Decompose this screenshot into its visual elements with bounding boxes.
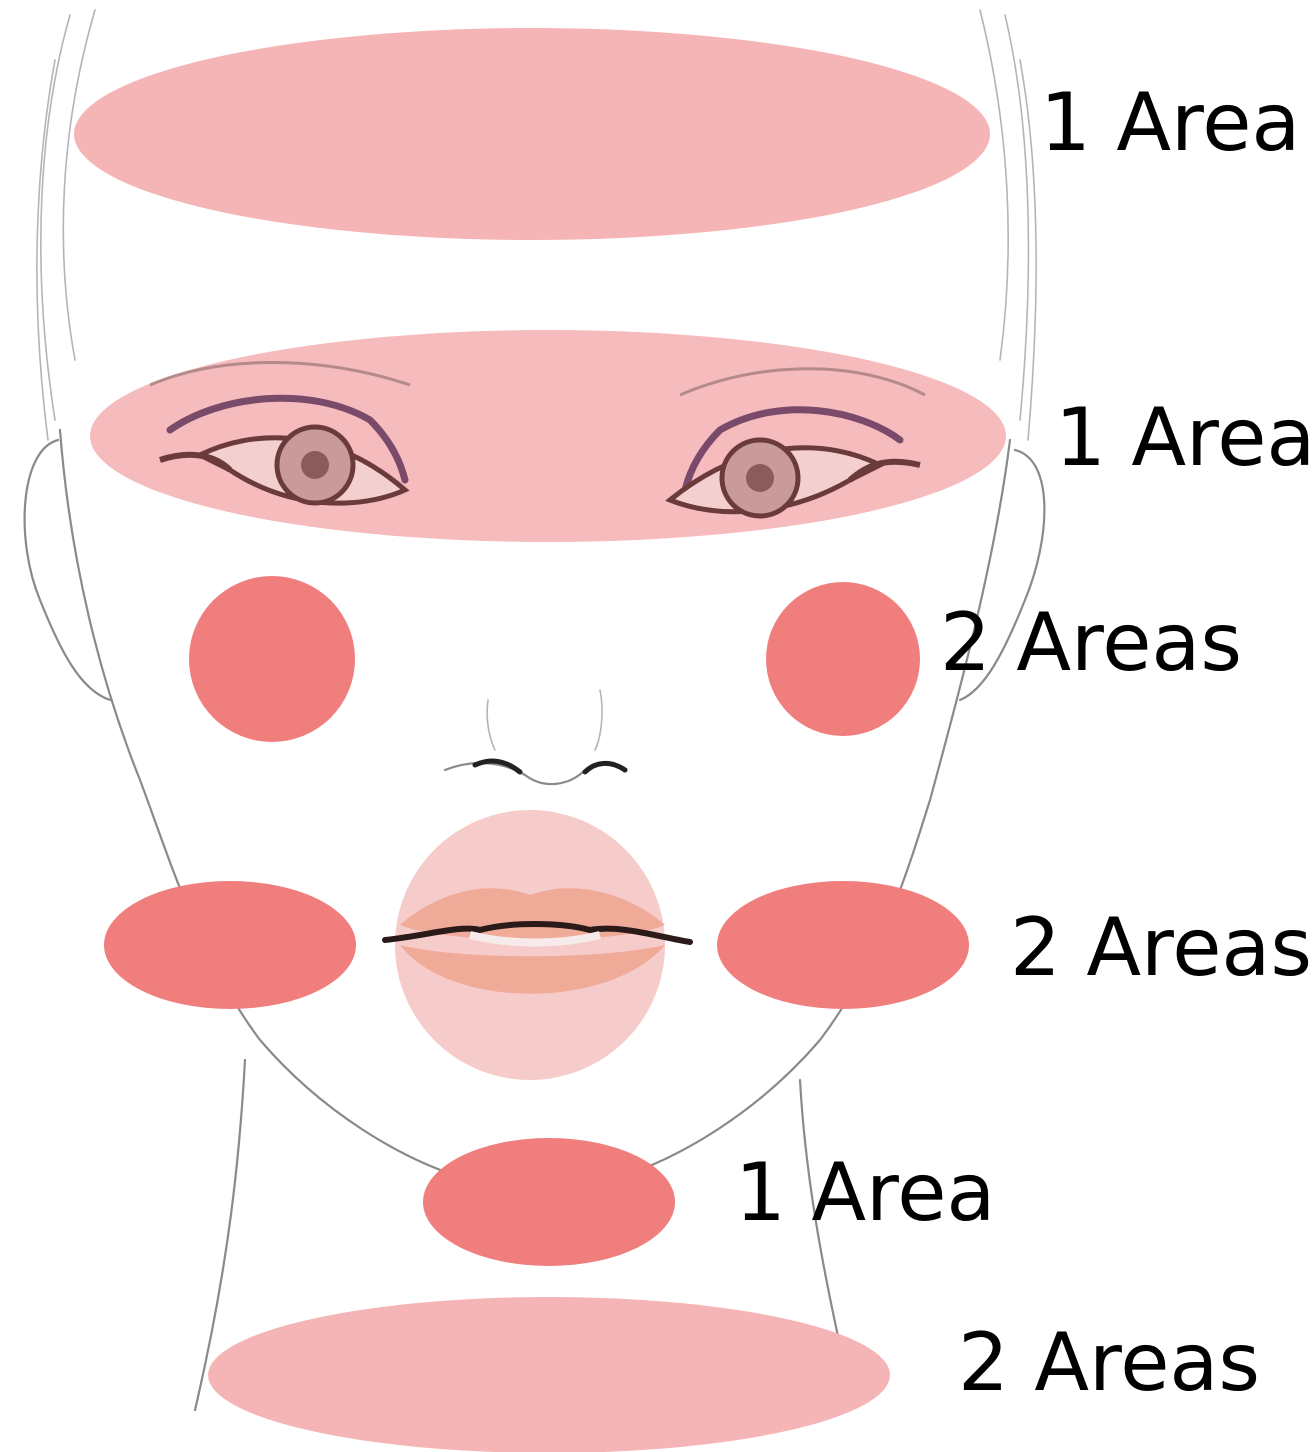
jaw-areas-label: 2 Areas <box>1010 901 1312 994</box>
cheek-area-left <box>189 576 355 742</box>
cheek-areas-label: 2 Areas <box>940 596 1242 689</box>
chin-area-label: 1 Area <box>735 1146 995 1239</box>
eyes-area-label: 1 Area <box>1055 391 1313 484</box>
cheek-area-right <box>766 582 920 736</box>
forehead-area-label: 1 Area <box>1040 76 1300 169</box>
forehead-area <box>74 28 990 240</box>
jaw-area-left <box>104 881 356 1009</box>
jaw-area-right <box>717 881 969 1009</box>
eyes-area <box>90 330 1006 542</box>
neck-area <box>208 1297 890 1452</box>
chin-area <box>423 1138 675 1266</box>
neck-areas-label: 2 Areas <box>958 1316 1260 1409</box>
